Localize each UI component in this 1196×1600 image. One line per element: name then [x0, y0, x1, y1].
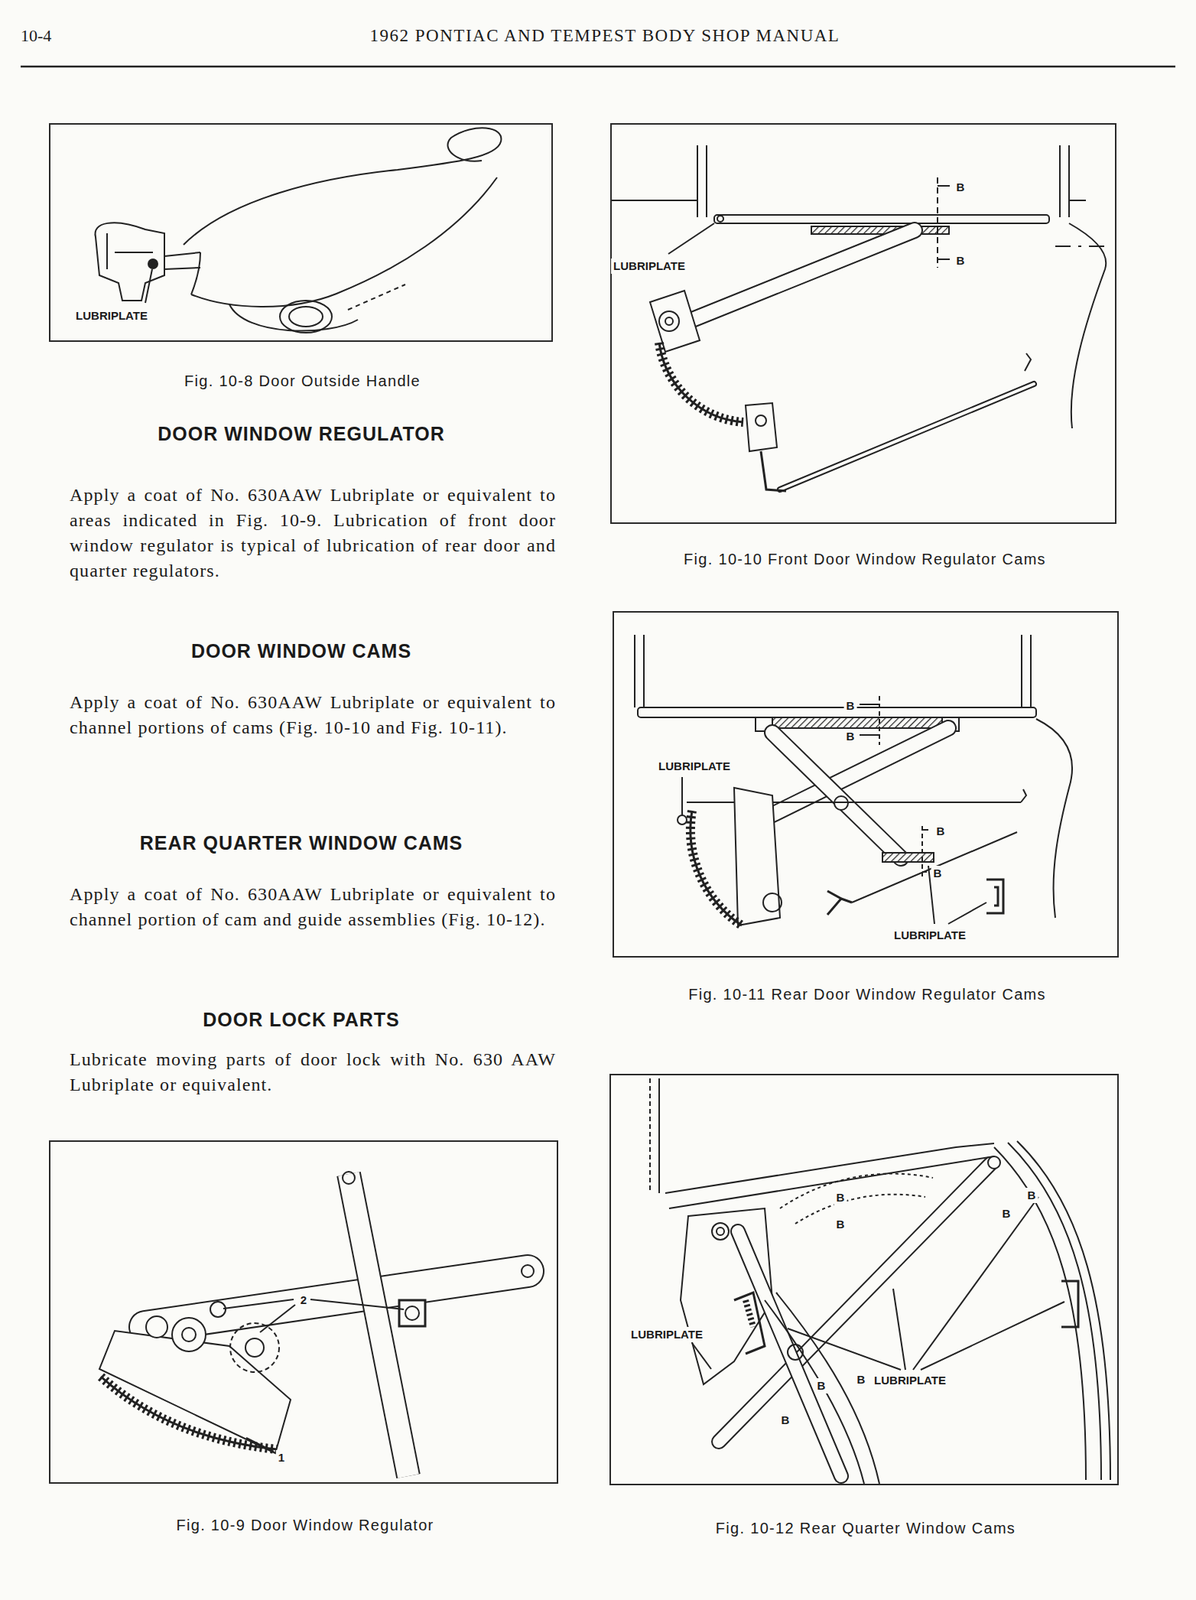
part-label: LUBRIPLATE: [628, 1326, 706, 1343]
section-heading: DOOR LOCK PARTS: [202, 1008, 400, 1031]
callout-letter: B: [779, 1412, 793, 1428]
part-label: LUBRIPLATE: [656, 758, 733, 774]
callout-letter: B: [1000, 1205, 1014, 1222]
section-heading: REAR QUARTER WINDOW CAMS: [139, 832, 464, 855]
figure-frame: LUBRIPLATEFig. 10-8 Door Outside Handle: [48, 123, 553, 342]
callout-letter: B: [854, 1371, 868, 1388]
callout-letter: B: [834, 1189, 848, 1206]
callout-letter: B: [844, 698, 858, 714]
callout-letter: B: [844, 728, 858, 745]
callout-letter: B: [954, 179, 968, 195]
figure-caption: Fig. 10-11 Rear Door Window Regulator Ca…: [688, 985, 1047, 1004]
section-heading: DOOR WINDOW REGULATOR: [157, 422, 446, 446]
front-door-regulator-drawing: [611, 145, 1106, 491]
callout-letter: 1: [276, 1449, 287, 1466]
callout-letter: B: [934, 823, 948, 839]
figure-caption: Fig. 10-8 Door Outside Handle: [184, 372, 421, 390]
window-regulator-drawing: [99, 1171, 534, 1476]
body-text: Apply a coat of No. 630AAW Lubriplate or…: [69, 482, 556, 584]
callout-letter: B: [834, 1216, 848, 1232]
figure-frame: 21Fig. 10-9 Door Window Regulator: [48, 1140, 559, 1484]
page-header: 1962 PONTIAC AND TEMPEST BODY SHOP MANUA…: [370, 26, 841, 46]
rear-quarter-regulator-drawing: [650, 1078, 1111, 1484]
body-text: Apply a coat of No. 630AAW Lubriplate or…: [69, 881, 556, 933]
part-label: LUBRIPLATE: [611, 258, 688, 274]
figure-caption: Fig. 10-10 Front Door Window Regulator C…: [683, 550, 1047, 569]
page-number: 10-4: [20, 26, 52, 46]
callout-letter: B: [931, 865, 945, 881]
section-heading: DOOR WINDOW CAMS: [191, 640, 412, 663]
callout-letter: B: [815, 1378, 829, 1394]
body-text: Lubricate moving parts of door lock with…: [69, 1046, 556, 1098]
callout-letter: B: [1025, 1187, 1039, 1203]
figure-frame: BBLUBRIPLATEBBLUBRIPLATEFig. 10-11 Rear …: [612, 611, 1119, 958]
part-label: LUBRIPLATE: [73, 308, 150, 324]
figure-caption: Fig. 10-12 Rear Quarter Window Cams: [715, 1519, 1016, 1538]
part-label: LUBRIPLATE: [871, 1372, 949, 1388]
figure-frame: BBBBLUBRIPLATELUBRIPLATEBBBFig. 10-12 Re…: [609, 1073, 1119, 1486]
figure-caption: Fig. 10-9 Door Window Regulator: [175, 1516, 434, 1534]
callout-letter: 2: [298, 1292, 309, 1308]
rear-door-regulator-drawing: [634, 634, 1073, 926]
figure-frame: BBLUBRIPLATEFig. 10-10 Front Door Window…: [610, 123, 1117, 524]
callout-letter: B: [954, 253, 968, 269]
part-label: LUBRIPLATE: [891, 927, 969, 943]
body-text: Apply a coat of No. 630AAW Lubriplate or…: [69, 689, 556, 741]
header-rule: [20, 65, 1176, 69]
door-handle-drawing: [94, 127, 501, 333]
